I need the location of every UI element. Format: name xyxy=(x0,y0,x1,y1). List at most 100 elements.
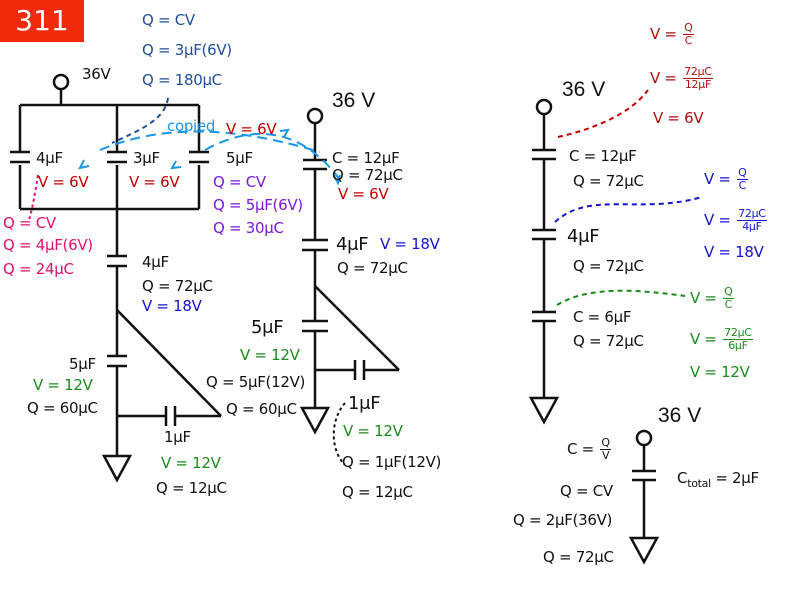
middle-capacitor-5uF-voltage: V = 12V xyxy=(240,346,300,364)
voltage-3uF-label: V = 6V xyxy=(129,173,180,191)
green-calc-lhs: V = xyxy=(690,289,717,307)
middle-capacitor-1uF-calc-2: Q = 12μC xyxy=(342,483,413,501)
green-calc-lhs: V = xyxy=(690,330,717,348)
total-capacitance-symbol: C xyxy=(677,469,688,487)
middle-capacitor-4uF-charge: Q = 72μC xyxy=(337,259,408,277)
fraction-denominator: 6μF xyxy=(728,339,748,352)
original-circuit-wires xyxy=(10,73,222,483)
arrow-head-icon xyxy=(279,128,290,138)
copied-arrow-connector-2 xyxy=(204,132,341,181)
middle-capacitor-top-label: C = 12μF xyxy=(332,149,400,167)
ground-icon xyxy=(528,396,560,425)
right-c1-label: C = 12μF xyxy=(569,147,637,165)
red-connector xyxy=(557,89,649,138)
branch-voltage-label: V = 12V xyxy=(161,454,221,472)
purple-calc-line-3: Q = 30μC xyxy=(213,219,284,237)
total-capacitance-value: = 2μF xyxy=(715,469,759,487)
capacitor-5uF-lower-label: 5μF xyxy=(69,355,96,373)
pink-connector xyxy=(28,174,39,221)
fraction-denominator: 4μF xyxy=(742,220,762,233)
navy-connector xyxy=(111,97,169,144)
right-circuit-wires xyxy=(528,98,560,425)
source-terminal-icon xyxy=(635,429,653,447)
voltage-4uF-label: V = 6V xyxy=(38,173,89,191)
copied-note: copied xyxy=(167,117,216,135)
source-terminal-icon xyxy=(306,107,324,125)
middle-capacitor-1uF-calc-1: Q = 1μF(12V) xyxy=(342,453,442,471)
capacitor-1uF-branch-label: 1μF xyxy=(164,428,191,446)
green-connector xyxy=(556,289,686,306)
lower-charge-label: Q = 60μC xyxy=(27,399,98,417)
problem-number-badge: 311 xyxy=(0,0,84,42)
middle-capacitor-5uF-label: 5μF xyxy=(251,317,284,338)
arrow-head-icon xyxy=(333,174,341,186)
blue-calc-lhs: V = xyxy=(704,170,731,188)
green-calc-line-3: V = 12V xyxy=(690,363,750,381)
fraction-numerator: 72μC xyxy=(723,326,753,340)
navy-calc-line-3: Q = 180μC xyxy=(142,71,222,89)
fraction-numerator: Q xyxy=(600,436,611,450)
fraction-denominator: 12μF xyxy=(684,78,711,91)
formula-lhs: C = xyxy=(567,440,594,458)
source-terminal-icon xyxy=(52,73,70,91)
total-capacitance-label: Ctotal = 2μF xyxy=(677,470,759,492)
capacitor-5uF-parallel-label: 5μF xyxy=(226,149,253,167)
series-voltage-label: V = 18V xyxy=(142,297,202,315)
pink-calc-line-1: Q = CV xyxy=(3,214,56,232)
ground-icon xyxy=(628,536,660,565)
equivalent-circuit-wires xyxy=(628,429,660,565)
series-charge-label: Q = 72μC xyxy=(142,277,213,295)
right-c2-label: 4μF xyxy=(567,226,600,247)
purple-calc-line-2: Q = 5μF(6V) xyxy=(213,196,303,214)
blue-calc-line-3: V = 18V xyxy=(704,243,764,261)
right-c2-charge: Q = 72μC xyxy=(573,257,644,275)
middle-capacitor-4uF-voltage: V = 18V xyxy=(380,235,440,253)
arrow-head-icon xyxy=(170,160,182,170)
right-c3-label: C = 6μF xyxy=(573,308,632,326)
source-voltage-label: 36V xyxy=(82,65,111,83)
fraction-numerator: Q xyxy=(737,166,748,180)
fraction-numerator: Q xyxy=(683,21,694,35)
fraction-numerator: 72μC xyxy=(683,65,713,79)
capacitor-3uF-parallel-label: 3μF xyxy=(133,149,160,167)
equivalent-source-voltage-label: 36 V xyxy=(658,404,702,427)
middle-capacitor-5uF-calc-2: Q = 60μC xyxy=(226,400,297,418)
middle-capacitor-5uF-calc-1: Q = 5μF(12V) xyxy=(206,373,306,391)
fraction-denominator: V xyxy=(601,449,610,462)
blue-calc-lhs: V = xyxy=(704,211,731,229)
middle-capacitor-4uF-label: 4μF xyxy=(336,234,369,255)
purple-calc-line-1: Q = CV xyxy=(213,173,266,191)
pink-calc-line-2: Q = 4μF(6V) xyxy=(3,236,93,254)
equivalent-calc-line-3: Q = 72μC xyxy=(543,548,614,566)
copied-voltage-label: V = 6V xyxy=(226,120,277,138)
copied-arrow-connector xyxy=(99,130,321,153)
lower-voltage-label: V = 12V xyxy=(33,376,93,394)
right-c1-charge: Q = 72μC xyxy=(573,172,644,190)
middle-capacitor-1uF-voltage: V = 12V xyxy=(343,422,403,440)
middle-capacitor-top-charge: Q = 72μC xyxy=(332,166,403,184)
fraction-denominator: C xyxy=(724,298,733,311)
right-c3-charge: Q = 72μC xyxy=(573,332,644,350)
ground-icon xyxy=(299,406,331,435)
navy-calc-line-1: Q = CV xyxy=(142,11,195,29)
blue-connector xyxy=(554,196,703,223)
red-calc-lhs: V = xyxy=(650,25,677,43)
fraction-denominator: C xyxy=(684,34,693,47)
black-connector xyxy=(332,402,346,466)
capacitor-4uF-parallel-label: 4μF xyxy=(36,149,63,167)
red-calc-lhs: V = xyxy=(650,69,677,87)
arrow-head-icon xyxy=(78,159,90,170)
fraction-numerator: 72μC xyxy=(737,207,767,221)
navy-calc-line-2: Q = 3μF(6V) xyxy=(142,41,232,59)
equivalent-calc-line-2: Q = 2μF(36V) xyxy=(513,511,613,529)
fraction-denominator: C xyxy=(738,179,747,192)
total-capacitance-subscript: total xyxy=(687,477,711,490)
middle-source-voltage-label: 36 V xyxy=(332,89,376,112)
ground-icon xyxy=(101,454,133,483)
